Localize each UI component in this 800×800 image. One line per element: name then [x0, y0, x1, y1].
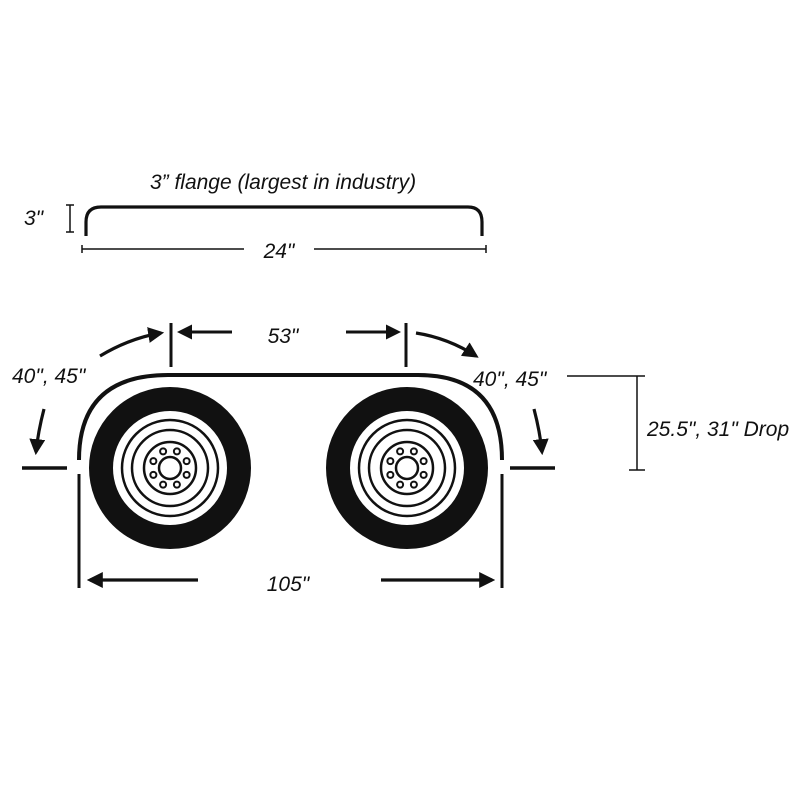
lug-nut [149, 470, 158, 479]
lug-nut [396, 480, 405, 489]
profile-height-label: 3" [24, 207, 45, 230]
right-radius-arrows [415, 331, 549, 456]
fender-profile-outline [84, 205, 484, 236]
lug-nut [172, 447, 181, 456]
profile-width-dimension [81, 245, 487, 253]
lug-nut [182, 457, 191, 466]
drop-dimension [567, 375, 645, 471]
right-wheel-lug-nuts [386, 447, 428, 489]
fender-profile: 3” flange (largest in industry) 3" 24" [24, 171, 487, 263]
lug-nut [159, 480, 168, 489]
lug-nut [172, 480, 181, 489]
overall-length-dimension [77, 474, 504, 588]
wheel-spacing-dimension [169, 323, 408, 367]
profile-width-label: 24" [263, 240, 296, 263]
lug-nut [182, 470, 191, 479]
lug-nut [419, 457, 428, 466]
overall-length-label: 105" [267, 573, 311, 596]
drop-label: 25.5", 31" Drop [646, 418, 789, 441]
lug-nut [409, 480, 418, 489]
lug-nut [386, 457, 395, 466]
left-radius-arrows [29, 327, 165, 456]
flange-label: 3” flange (largest in industry) [150, 171, 416, 194]
left-wheel-lug-nuts [149, 447, 191, 489]
left-wheel [89, 387, 251, 549]
right-radius-label: 40", 45" [473, 368, 548, 391]
wheel-spacing-label: 53" [268, 325, 300, 348]
right-wheel [326, 387, 488, 549]
lug-nut [419, 470, 428, 479]
lug-nut [386, 470, 395, 479]
lug-nut [159, 447, 168, 456]
lug-nut [409, 447, 418, 456]
profile-height-dimension [66, 204, 74, 233]
fender-arch-outline [77, 373, 504, 461]
tandem-fender: 53" 40", 45" 40", 45" 25.5", 31" Drop [12, 323, 789, 596]
left-radius-label: 40", 45" [12, 365, 87, 388]
lug-nut [149, 457, 158, 466]
lug-nut [396, 447, 405, 456]
